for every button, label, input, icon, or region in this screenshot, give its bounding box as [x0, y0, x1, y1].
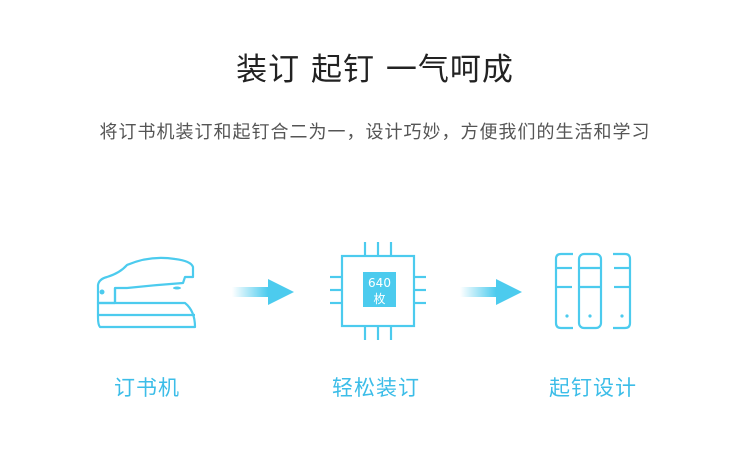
step-label-binding: 轻松装订 — [332, 376, 420, 400]
chip-icon: 640 枚 — [330, 242, 426, 340]
chip-unit: 枚 — [373, 291, 385, 306]
arrow-right-icon — [460, 279, 522, 305]
stapler-icon — [96, 256, 197, 329]
arrow-right-icon — [232, 279, 294, 305]
page-subtitle: 将订书机装订和起钉合二为一，设计巧妙，方便我们的生活和学习 — [99, 122, 651, 143]
page-title: 装订 起钉 一气呵成 — [236, 52, 514, 88]
binders-icon — [554, 252, 632, 330]
chip-number: 640 — [368, 276, 391, 290]
step-label-stapler: 订书机 — [114, 376, 180, 400]
step-label-remover: 起钉设计 — [549, 376, 637, 400]
